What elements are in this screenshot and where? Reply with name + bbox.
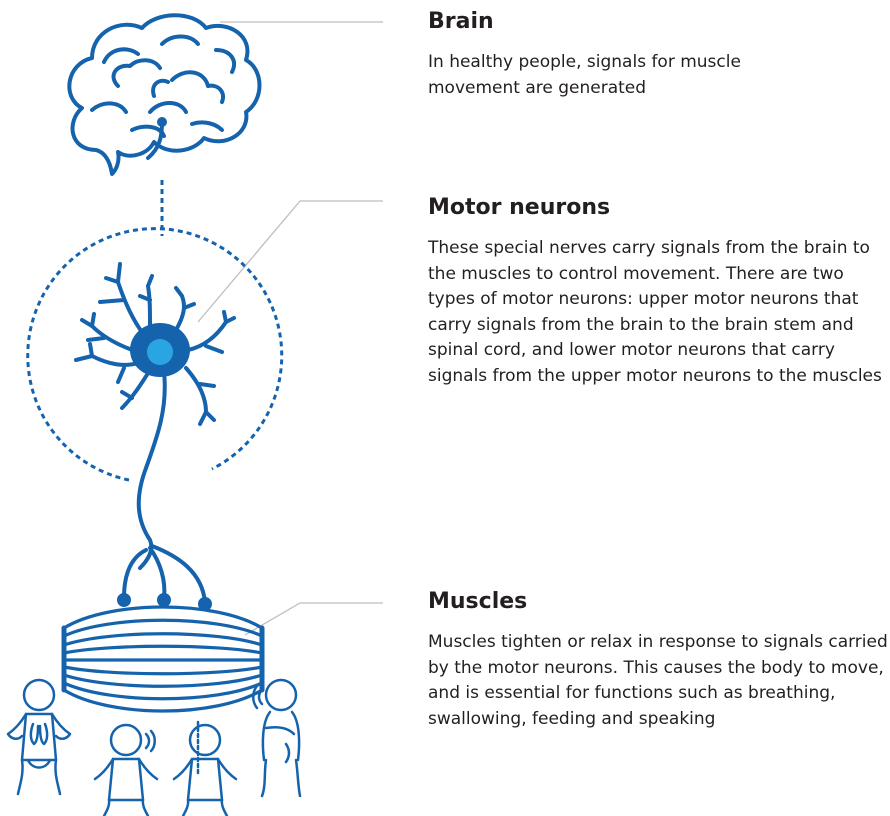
baby-swallowing-icon: [174, 722, 236, 816]
muscles-title: Muscles: [428, 588, 888, 616]
motor-neurons-section: Motor neurons These special nerves carry…: [428, 194, 888, 389]
brain-node-dot: [157, 117, 167, 127]
muscles-leader-line: [245, 603, 383, 635]
brain-section: Brain In healthy people, signals for mus…: [428, 8, 748, 101]
brain-icon: [69, 15, 259, 174]
muscles-section: Muscles Muscles tighten or relax in resp…: [428, 588, 888, 732]
brain-title: Brain: [428, 8, 748, 36]
neuron-icon: [76, 264, 234, 611]
muscles-description: Muscles tighten or relax in response to …: [428, 630, 888, 732]
muscle-icon: [64, 607, 262, 711]
child-walking-icon: [253, 680, 300, 796]
baby-breathing-icon: [8, 680, 70, 794]
neuron-nucleus: [147, 339, 173, 365]
baby-speaking-icon: [95, 725, 157, 816]
motor-neurons-leader-line: [198, 201, 383, 322]
brain-description: In healthy people, signals for muscle mo…: [428, 50, 748, 101]
motor-neurons-description: These special nerves carry signals from …: [428, 236, 888, 389]
motor-neurons-title: Motor neurons: [428, 194, 888, 222]
